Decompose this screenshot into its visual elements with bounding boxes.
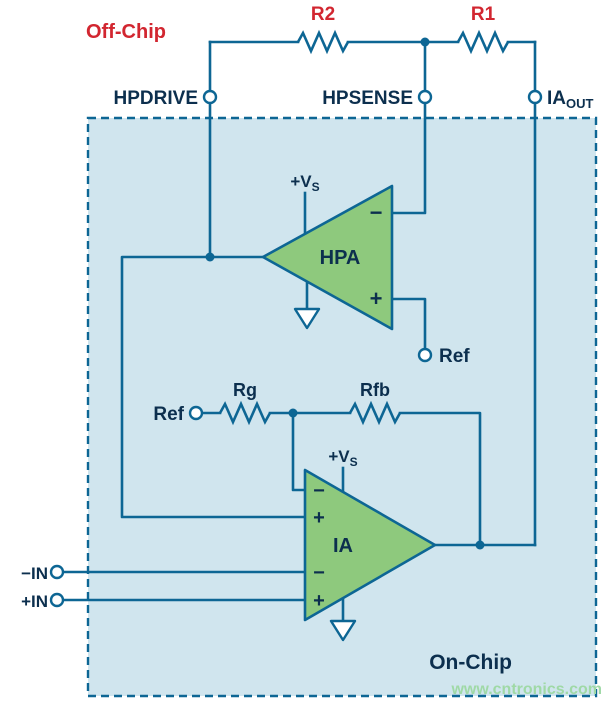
hpa-to-ia-loop-wire xyxy=(120,255,307,519)
ia-in-plus-mark: + xyxy=(313,590,325,612)
labels: Off-Chip R2 R1 HPDRIVE HPSENSE IAOUT +VS… xyxy=(21,4,602,698)
hpa-vs-main: +V xyxy=(290,172,312,191)
r1-label: R1 xyxy=(471,4,496,25)
terminals xyxy=(49,89,543,608)
junction-dot-hpsense-top xyxy=(420,37,430,47)
junction-dots xyxy=(205,37,485,550)
ia-name-label: IA xyxy=(333,535,353,557)
ia-out-terminal xyxy=(527,89,543,105)
junction-to-ia-minus-wire xyxy=(291,411,307,492)
hpdrive-label: HPDRIVE xyxy=(114,88,198,109)
hpsense-riser-wire xyxy=(390,40,427,215)
ia-in-minus-mark: − xyxy=(313,562,325,584)
resistor-r1 xyxy=(456,29,510,55)
hpa-name-label: HPA xyxy=(320,247,361,269)
rfb-label: Rfb xyxy=(360,380,390,400)
ia-opamp-triangle xyxy=(303,468,437,622)
hpdrive-terminal xyxy=(202,89,218,105)
junction-dot-rg-rfb xyxy=(288,408,298,418)
wires xyxy=(61,40,537,623)
hpa-ref-terminal xyxy=(417,347,433,363)
hpa-opamp-triangle xyxy=(261,184,394,331)
resistor-rfb xyxy=(348,400,402,426)
minus-in-terminal xyxy=(49,564,65,580)
hpa-minus-mark: − xyxy=(370,200,383,225)
rg-label: Rg xyxy=(233,380,257,400)
hpa-vs-sub: S xyxy=(312,180,320,194)
r2-label: R2 xyxy=(311,4,335,25)
junction-dot-hpa-output xyxy=(205,252,215,262)
ia-ground-icon xyxy=(329,619,357,642)
minus-in-label: −IN xyxy=(21,564,48,583)
ia-fb-minus-mark: − xyxy=(313,480,325,502)
hpa-vs-label: +VS xyxy=(290,172,319,194)
ia-fb-plus-mark: + xyxy=(313,507,325,529)
hpa-plus-mark: + xyxy=(370,286,383,311)
hpa-ref-label: Ref xyxy=(439,346,470,367)
resistor-r2 xyxy=(296,29,350,55)
rfb-to-output-wire xyxy=(398,411,482,547)
resistors xyxy=(218,29,510,426)
hpsense-terminal xyxy=(417,89,433,105)
hpsense-label: HPSENSE xyxy=(322,88,413,109)
ia-out-label-main: IA xyxy=(547,88,566,109)
on-chip-label: On-Chip xyxy=(429,651,512,674)
hpa-ground-icon xyxy=(293,307,321,330)
ia-ref-terminal xyxy=(188,405,204,421)
ia-vs-main: +V xyxy=(328,447,350,466)
ia-vs-sub: S xyxy=(350,455,358,469)
ia-ref-label: Ref xyxy=(153,404,184,425)
plus-in-label: +IN xyxy=(21,592,48,611)
ia-vs-label: +VS xyxy=(328,447,357,469)
ia-out-label-sub: OUT xyxy=(566,96,594,111)
ia-out-label: IAOUT xyxy=(547,88,594,111)
plus-in-terminal xyxy=(49,592,65,608)
junction-dot-ia-output xyxy=(475,540,485,550)
resistor-rg xyxy=(218,400,272,426)
watermark-text: www.cntronics.com xyxy=(450,681,602,698)
off-chip-label: Off-Chip xyxy=(86,21,166,43)
hpa-plus-to-ref-wire xyxy=(390,297,427,351)
